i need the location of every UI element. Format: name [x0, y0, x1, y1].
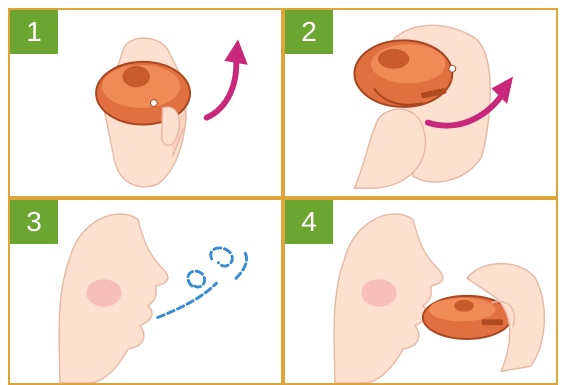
step-2-panel: 2	[283, 8, 558, 198]
step-1-panel: 1	[8, 8, 283, 198]
step-4-panel: 4	[283, 198, 558, 385]
step-4-badge: 4	[285, 200, 333, 244]
step-3-panel: 3	[8, 198, 283, 385]
step-2-badge: 2	[285, 10, 333, 54]
step-1-badge: 1	[10, 10, 58, 54]
step-3-badge: 3	[10, 200, 58, 244]
